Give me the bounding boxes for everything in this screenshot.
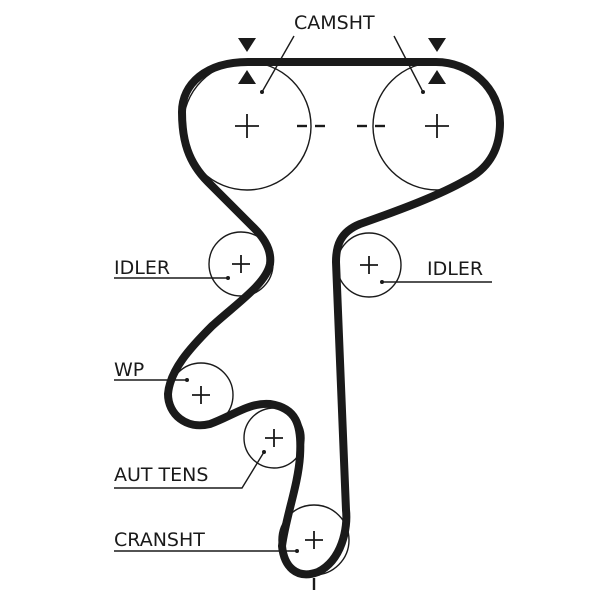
water-pump-leader-dot: [185, 378, 189, 382]
crankshaft-label: CRANSHT: [114, 529, 205, 551]
camshaft-right-leader-dot: [421, 90, 425, 94]
right-idler-center-cross: [360, 256, 378, 274]
idler-right-leader-dot: [380, 280, 384, 284]
left-idler-center-cross: [232, 255, 250, 273]
right-timing-arrow-down-icon: [428, 38, 446, 52]
auto-tensioner-label: AUT TENS: [114, 464, 208, 486]
camshaft-leader-left: [261, 35, 295, 93]
leader-dots: [185, 90, 425, 553]
leader-lines: [114, 35, 492, 552]
camshaft-left-leader-dot: [260, 90, 264, 94]
water-pump-center-cross: [192, 386, 210, 404]
center-marks: [192, 114, 449, 549]
water-pump-label: WP: [114, 359, 144, 381]
auto-tensioner-leader: [114, 451, 265, 489]
left-timing-arrow-up-icon: [238, 70, 256, 84]
camshaft-leader-right: [393, 35, 424, 93]
camshaft-label: CAMSHT: [294, 12, 375, 34]
right-timing-arrow-up-icon: [428, 70, 446, 84]
labels: CAMSHT IDLER IDLER WP AUT TENS CRANSHT: [114, 12, 483, 551]
idler-right-label: IDLER: [427, 258, 483, 280]
crankshaft-leader-dot: [295, 549, 299, 553]
auto-tensioner-center-cross: [265, 429, 283, 447]
auto-tensioner-leader-dot: [262, 450, 266, 454]
right-camshaft-center-cross: [425, 114, 449, 138]
crankshaft-center-cross: [305, 531, 323, 549]
idler-left-label: IDLER: [114, 257, 170, 279]
idler-left-leader-dot: [226, 276, 230, 280]
left-camshaft-center-cross: [235, 114, 259, 138]
left-timing-arrow-down-icon: [238, 38, 256, 52]
timing-marks: [238, 38, 446, 84]
timing-belt: [164, 58, 504, 579]
